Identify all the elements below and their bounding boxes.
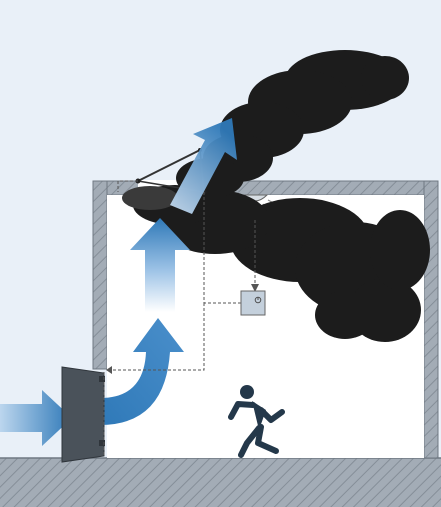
- control-panel-icon: [240, 290, 266, 316]
- smoke-cloud-interior: [122, 185, 430, 342]
- ground: [0, 458, 441, 507]
- curved-airflow-arrow: [100, 318, 184, 425]
- control-wiring: [103, 180, 256, 456]
- inlet-airflow-arrow: [0, 390, 72, 446]
- upward-airflow-arrow: [130, 218, 190, 312]
- exhaust-airflow-arrow: [170, 118, 237, 214]
- inlet-door: [61, 366, 105, 463]
- smoke-cloud-exterior: [176, 50, 409, 198]
- running-person-exit-icon: [228, 385, 285, 458]
